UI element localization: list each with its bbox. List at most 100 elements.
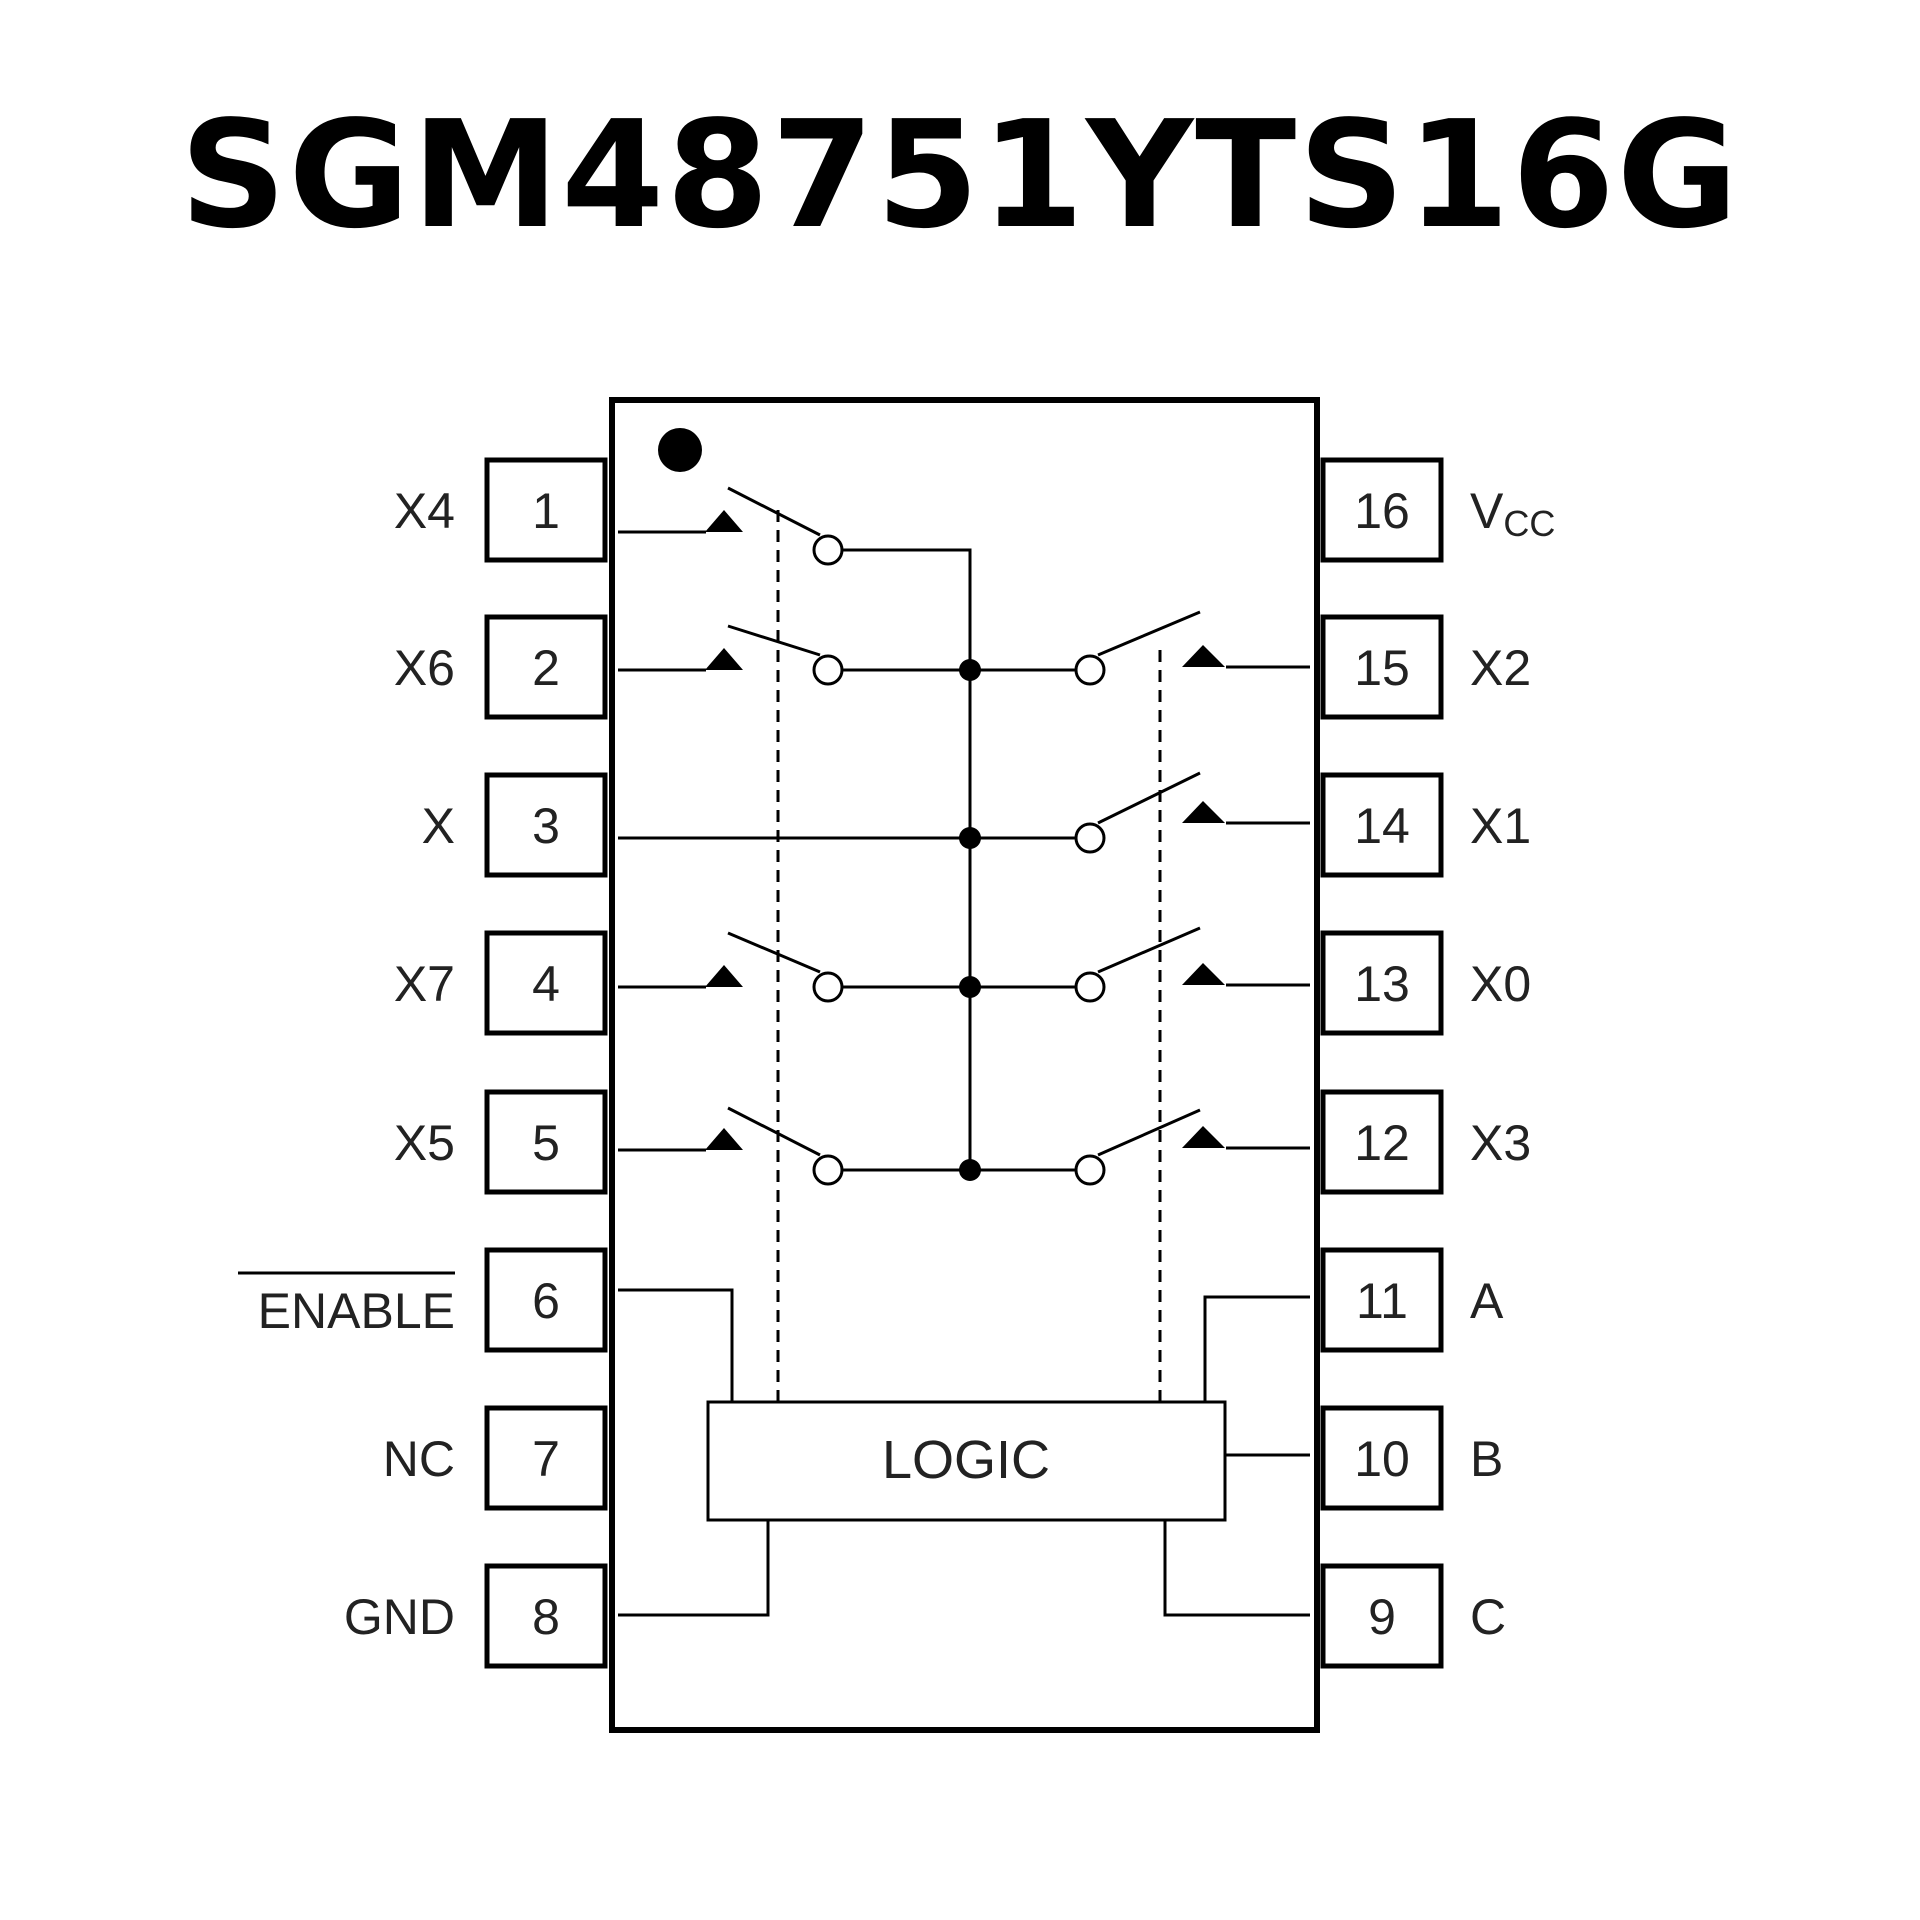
pin-number: 6: [532, 1273, 560, 1329]
switch-contact-icon: [705, 648, 743, 670]
switch-terminal-icon: [1074, 971, 1106, 1003]
logic-block: LOGIC: [706, 1400, 1227, 1522]
switch-blade: [727, 1106, 821, 1157]
switch-row-2: [705, 624, 844, 686]
left-pin-row: 1 X4 2 X6 3 X 4 X7 5 X5 6 ENABLE: [238, 457, 608, 1669]
switch-blade: [727, 931, 821, 974]
pin-box: [1320, 457, 1444, 563]
pin-7: 7 NC: [383, 1405, 608, 1511]
pin-11-wire: [1203, 1295, 1310, 1402]
switch-blade: [1097, 926, 1201, 974]
pin-name: X3: [1470, 1115, 1531, 1171]
logic-box: [706, 1400, 1227, 1522]
pin-name: NC: [383, 1431, 455, 1487]
switch-terminal-icon: [812, 971, 844, 1003]
pin-box: [1320, 930, 1444, 1036]
switch-row-14: [1074, 771, 1225, 854]
pin-name-main: V: [1470, 483, 1504, 539]
pin-name-subscript: CC: [1503, 503, 1555, 544]
chip-body: [609, 397, 1320, 1733]
pin-9: 9 C: [1320, 1563, 1506, 1669]
pin-14: 14 X1: [1320, 772, 1531, 878]
pin-number: 2: [532, 640, 560, 696]
right-pin-row: 16 VCC 15 X2 14 X1 13 X0 12 X3 11 A: [1320, 457, 1555, 1669]
switch-contact-icon: [1182, 801, 1225, 823]
pin-name: X1: [1470, 798, 1531, 854]
switch-terminal-icon: [812, 1154, 844, 1186]
pin-box: [484, 457, 608, 563]
right-switches: [1074, 610, 1225, 1186]
pin-1-dot-icon: [658, 428, 702, 472]
pin-box: [484, 772, 608, 878]
pin-name: C: [1470, 1589, 1506, 1645]
pin-number: 13: [1354, 956, 1410, 1012]
pin-name: VCC: [1470, 483, 1555, 544]
switch-row-5: [705, 1106, 844, 1186]
pin-number: 5: [532, 1115, 560, 1171]
pin-name: X2: [1470, 640, 1531, 696]
pin-name: X: [422, 798, 455, 854]
switch-contact-icon: [1182, 963, 1225, 985]
switch-row-12: [1074, 1108, 1225, 1186]
pin-8: 8 GND: [344, 1563, 608, 1669]
pin-box: [1320, 614, 1444, 720]
pin-number: 16: [1354, 483, 1410, 539]
pin-1: 1 X4: [394, 457, 608, 563]
pin-number: 10: [1354, 1431, 1410, 1487]
pin-number: 7: [532, 1431, 560, 1487]
switch-blade: [1097, 1108, 1201, 1157]
pin-15: 15 X2: [1320, 614, 1531, 720]
gnd-wire: [618, 1520, 770, 1617]
pin-box: [484, 1247, 608, 1353]
switch-terminal-icon: [1074, 654, 1106, 686]
pin-box: [1320, 1247, 1444, 1353]
pin-10: 10 B: [1320, 1405, 1503, 1511]
switch-blade: [727, 486, 821, 537]
switch-terminal-icon: [1074, 1154, 1106, 1186]
pin-number: 11: [1356, 1273, 1408, 1329]
pin-box: [1320, 1405, 1444, 1511]
pin-box: [1320, 1089, 1444, 1195]
pin-name: X6: [394, 640, 455, 696]
pin-number: 15: [1354, 640, 1410, 696]
pin-box: [484, 1563, 608, 1669]
pin-name: X4: [394, 483, 455, 539]
switch-contact-icon: [705, 1128, 743, 1150]
pin-name: A: [1470, 1273, 1504, 1329]
pin-13: 13 X0: [1320, 930, 1531, 1036]
switch-row-4: [705, 931, 844, 1003]
switch-contact-icon: [1182, 645, 1225, 667]
pin-number: 9: [1368, 1589, 1396, 1645]
pin-box: [484, 930, 608, 1036]
pin-name: ENABLE: [258, 1283, 455, 1339]
logic-label: LOGIC: [882, 1430, 1050, 1490]
junctions: [959, 659, 981, 1181]
switch-blade: [1097, 771, 1201, 825]
control-lines: [776, 510, 1162, 1402]
switch-contact-icon: [705, 510, 743, 532]
switch-row-15: [1074, 610, 1225, 686]
pin-box: [484, 1405, 608, 1511]
pin-2: 2 X6: [394, 614, 608, 720]
switch-terminal-icon: [1074, 822, 1106, 854]
switch-blade: [727, 624, 821, 657]
junction-dot-icon: [959, 827, 981, 849]
pin-number: 3: [532, 798, 560, 854]
pin-number: 12: [1354, 1115, 1410, 1171]
pin-4: 4 X7: [394, 930, 608, 1036]
pin-3: 3 X: [422, 772, 608, 878]
pin-number: 4: [532, 956, 560, 1012]
junction-dot-icon: [959, 1159, 981, 1181]
switch-terminal-icon: [812, 654, 844, 686]
pin-5: 5 X5: [394, 1089, 608, 1195]
switch-row-13: [1074, 926, 1225, 1003]
pin-name: X7: [394, 956, 455, 1012]
internal-wiring: [618, 530, 1310, 1617]
enable-wire: [618, 1288, 734, 1402]
pin-box: [1320, 772, 1444, 878]
pin-6: 6 ENABLE: [238, 1247, 608, 1353]
pin-number: 1: [532, 483, 560, 539]
pin-name: X0: [1470, 956, 1531, 1012]
switch-contact-icon: [705, 965, 743, 987]
